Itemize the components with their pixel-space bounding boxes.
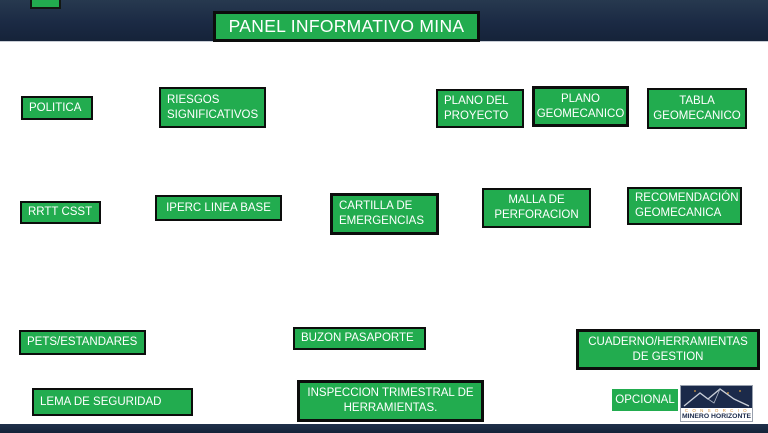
logo-consorcio-text: C O N S O R C I O	[684, 408, 749, 413]
box-plano-del-proyecto: PLANO DEL PROYECTO	[436, 89, 524, 128]
box-recomendacion-geomecanica: RECOMENDACIÓN GEOMECANICA	[627, 187, 742, 225]
box-riesgos-significativos: RIESGOS SIGNIFICATIVOS	[159, 87, 266, 128]
box-iperc-linea-base: IPERC LINEA BASE	[155, 195, 282, 221]
box-inspeccion-trimestral: INSPECCION TRIMESTRAL DE HERRAMIENTAS.	[297, 380, 484, 422]
page-title: PANEL INFORMATIVO MINA	[213, 11, 480, 42]
company-logo: C O N S O R C I O MINERO HORIZONTE	[680, 385, 753, 422]
mountain-logo-icon	[681, 386, 752, 408]
bottom-bar	[0, 424, 768, 433]
logo-company-name: MINERO HORIZONTE	[681, 413, 752, 420]
box-malla-de-perforacion: MALLA DE PERFORACION	[482, 188, 591, 228]
box-lema-de-seguridad: LEMA DE SEGURIDAD	[32, 388, 193, 416]
box-rrtt-csst: RRTT CSST	[20, 201, 101, 224]
box-buzon-pasaporte: BUZON PASAPORTE	[293, 327, 426, 350]
box-opcional: OPCIONAL	[612, 389, 678, 411]
box-cartilla-de-emergencias: CARTILLA DE EMERGENCIAS	[330, 193, 439, 235]
box-cuaderno-herramientas: CUADERNO/HERRAMIENTAS DE GESTION	[576, 329, 760, 370]
box-politica: POLITICA	[21, 96, 93, 120]
box-plano-geomecanico: PLANO GEOMECANICO	[532, 86, 629, 127]
box-tabla-geomecanico: TABLA GEOMECANICO	[647, 88, 747, 129]
box-pets-estandares: PETS/ESTANDARES	[19, 330, 146, 355]
corner-accent-box	[30, 0, 61, 9]
